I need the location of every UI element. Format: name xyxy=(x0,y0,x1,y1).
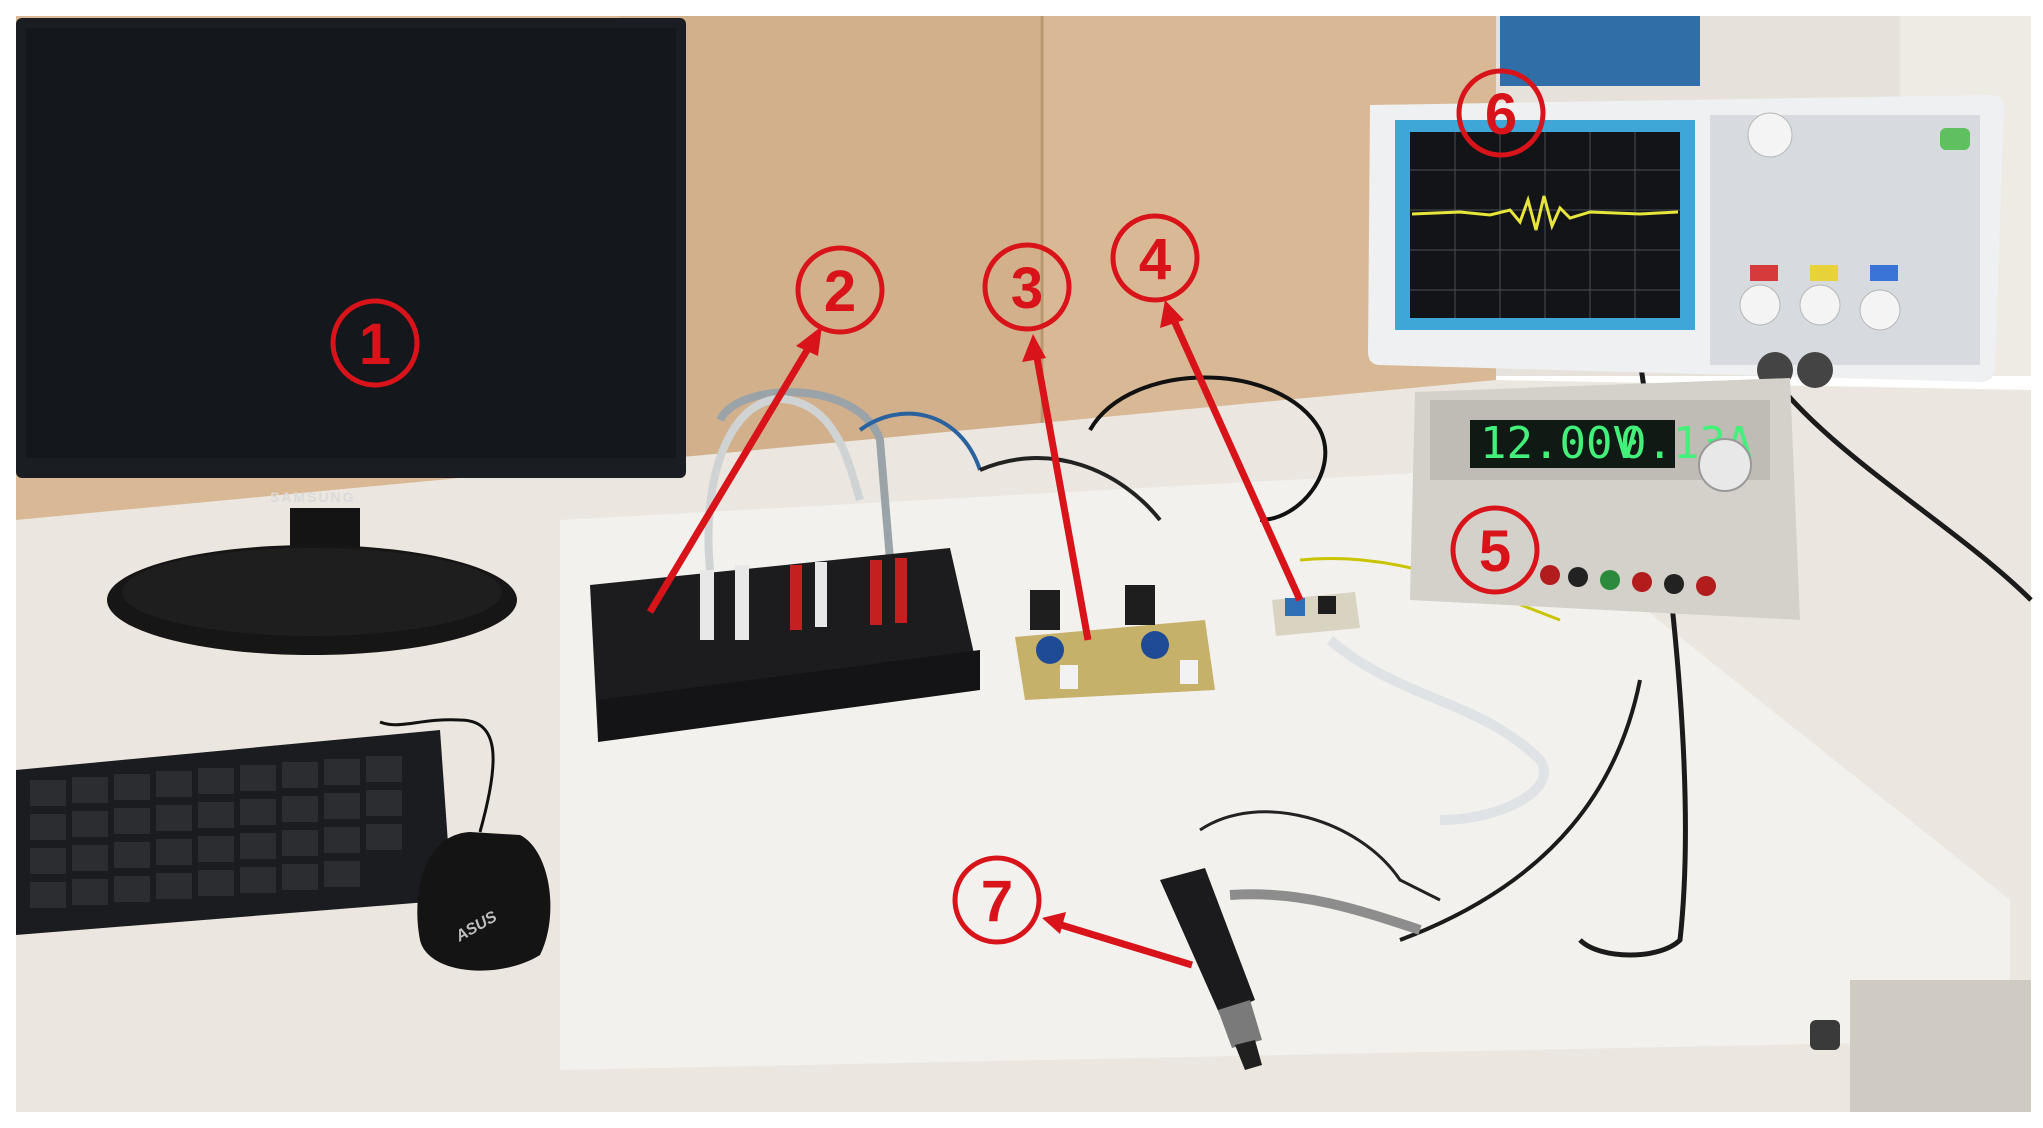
arrow-3 xyxy=(1032,351,1092,641)
label-6-circle xyxy=(1456,68,1546,158)
label-3: 3 xyxy=(1011,256,1043,321)
mouse: ASUS xyxy=(379,718,551,971)
monitor-brand: SAMSUNG xyxy=(270,489,356,505)
label-2: 2 xyxy=(824,259,856,324)
label-7: 7 xyxy=(981,869,1013,934)
power-supply: 12.00V 0.13A xyxy=(1410,378,1800,620)
oscilloscope xyxy=(1368,95,2005,388)
scope-trace xyxy=(1411,195,1679,231)
monitor: SAMSUNG xyxy=(16,18,686,655)
sensor-board xyxy=(1272,592,1360,636)
annotations: 1 2 3 4 5 6 7 xyxy=(330,68,1546,969)
keyboard xyxy=(16,730,452,935)
label-2-circle xyxy=(795,245,885,335)
daq-interface-box xyxy=(590,395,980,742)
label-6: 6 xyxy=(1485,82,1517,147)
label-7-circle xyxy=(952,855,1042,945)
arrow-2 xyxy=(646,340,816,614)
motor xyxy=(1160,868,1422,1070)
driver-board xyxy=(1015,585,1215,700)
label-5-circle xyxy=(1450,505,1540,595)
label-4-circle xyxy=(1110,213,1200,303)
psu-voltage-readout: 12.00V xyxy=(1480,418,1639,469)
label-1: 1 xyxy=(359,312,391,377)
arrow-4 xyxy=(1168,314,1304,602)
label-1-circle xyxy=(330,298,420,388)
label-5: 5 xyxy=(1479,519,1511,584)
arrow-7 xyxy=(1056,920,1194,969)
label-3-circle xyxy=(982,242,1072,332)
label-4: 4 xyxy=(1139,227,1171,292)
